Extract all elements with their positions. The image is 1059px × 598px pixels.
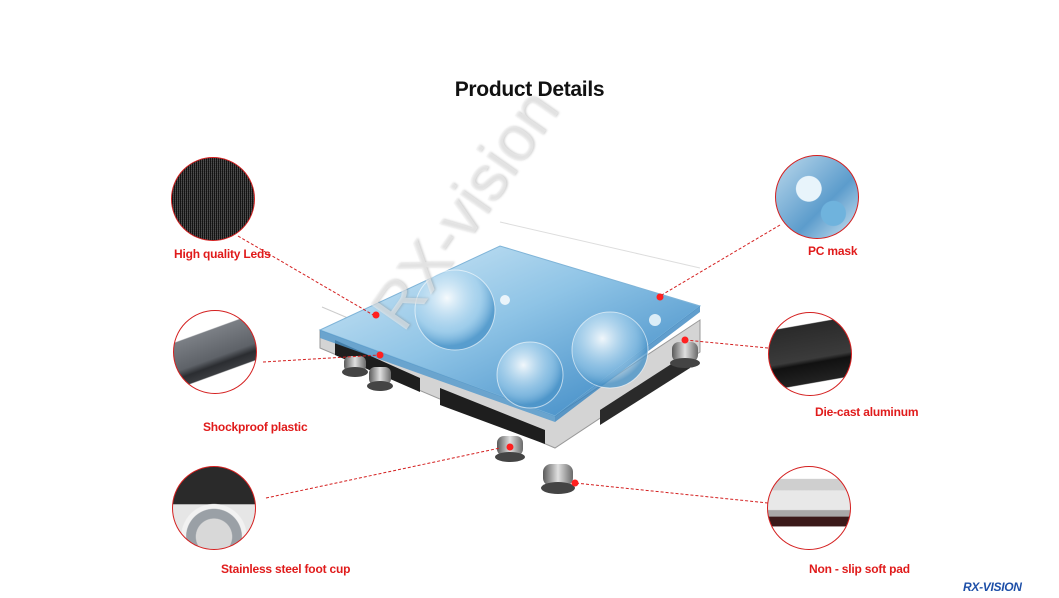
feature-label-footcup: Stainless steel foot cup	[221, 562, 351, 576]
page-title: Product Details	[454, 78, 605, 101]
soft-pad-closeup-icon	[767, 466, 851, 550]
brand-logo: RX-VISION	[963, 580, 1022, 594]
feature-label-pad: Non - slip soft pad	[809, 562, 910, 576]
hotspots	[372, 293, 689, 487]
pc-mask-closeup-icon	[775, 155, 859, 239]
plastic-panel-closeup-icon	[173, 310, 257, 394]
foot-left-2	[367, 367, 393, 391]
foot-right	[670, 342, 700, 368]
feature-label-aluminum: Die-cast aluminum	[815, 405, 919, 419]
feature-label-plastic: Shockproof plastic	[203, 420, 308, 434]
feature-label-pcmask: PC mask	[808, 244, 858, 258]
aluminum-case-closeup-icon	[768, 312, 852, 396]
foot-left-1	[342, 356, 368, 377]
led-matrix-closeup-icon	[171, 157, 255, 241]
leader-lines	[237, 224, 781, 504]
foot-front-2	[541, 464, 575, 494]
foot-cup-closeup-icon	[172, 466, 256, 550]
feature-label-leds: High quality Leds	[174, 247, 271, 261]
